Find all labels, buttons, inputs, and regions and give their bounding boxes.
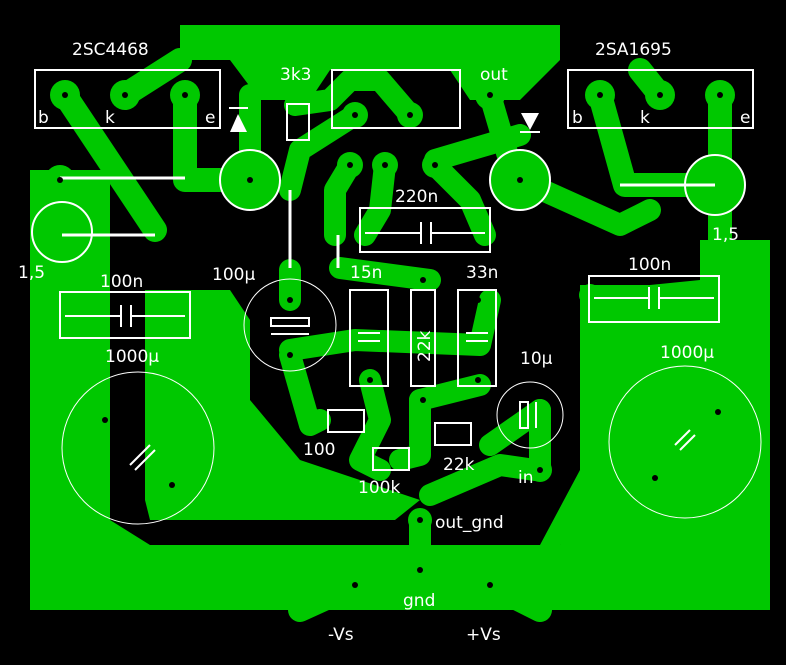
label-1000u-right: 1000µ (660, 343, 714, 363)
label-100n-right: 100n (628, 255, 671, 275)
copper-pour (30, 25, 770, 610)
copper-traces (49, 48, 732, 622)
label-100u: 100µ (212, 265, 255, 285)
label-100: 100 (303, 440, 335, 460)
label-1000u-left: 1000µ (105, 347, 159, 367)
label-220n: 220n (395, 187, 438, 207)
label-22k-vertical: 22k (415, 330, 435, 362)
label-q2-b: b (572, 108, 583, 128)
label-1-5-right: 1,5 (712, 225, 739, 245)
label-gnd: gnd (403, 591, 435, 611)
jumper-wires (60, 176, 715, 268)
label-2sa1695: 2SA1695 (595, 40, 672, 60)
label-in: in (518, 468, 534, 488)
label-q2-k: k (640, 108, 650, 128)
label-100k: 100k (358, 478, 400, 498)
label-out-gnd: out_gnd (435, 513, 504, 533)
label-15n: 15n (350, 263, 382, 283)
label-q2-e: e (740, 108, 750, 128)
label-100n-left: 100n (100, 272, 143, 292)
label-q1-b: b (38, 108, 49, 128)
label-33n: 33n (466, 263, 498, 283)
label-22k: 22k (443, 455, 475, 475)
label-10u: 10µ (520, 349, 553, 369)
label-q1-e: e (205, 108, 215, 128)
silkscreen (34, 69, 762, 525)
label-q1-k: k (105, 108, 115, 128)
round-terminals (31, 149, 746, 263)
label-out: out (480, 65, 508, 85)
label-2sc4468: 2SC4468 (72, 40, 149, 60)
labels: 2SC4468 2SA1695 b k e b k e 3k3 out 220n… (18, 40, 750, 645)
label-3k3: 3k3 (280, 65, 311, 85)
label-neg-vs: -Vs (328, 625, 354, 645)
label-1-5-left: 1,5 (18, 263, 45, 283)
label-pos-vs: +Vs (466, 625, 501, 645)
drill-holes (57, 92, 723, 588)
